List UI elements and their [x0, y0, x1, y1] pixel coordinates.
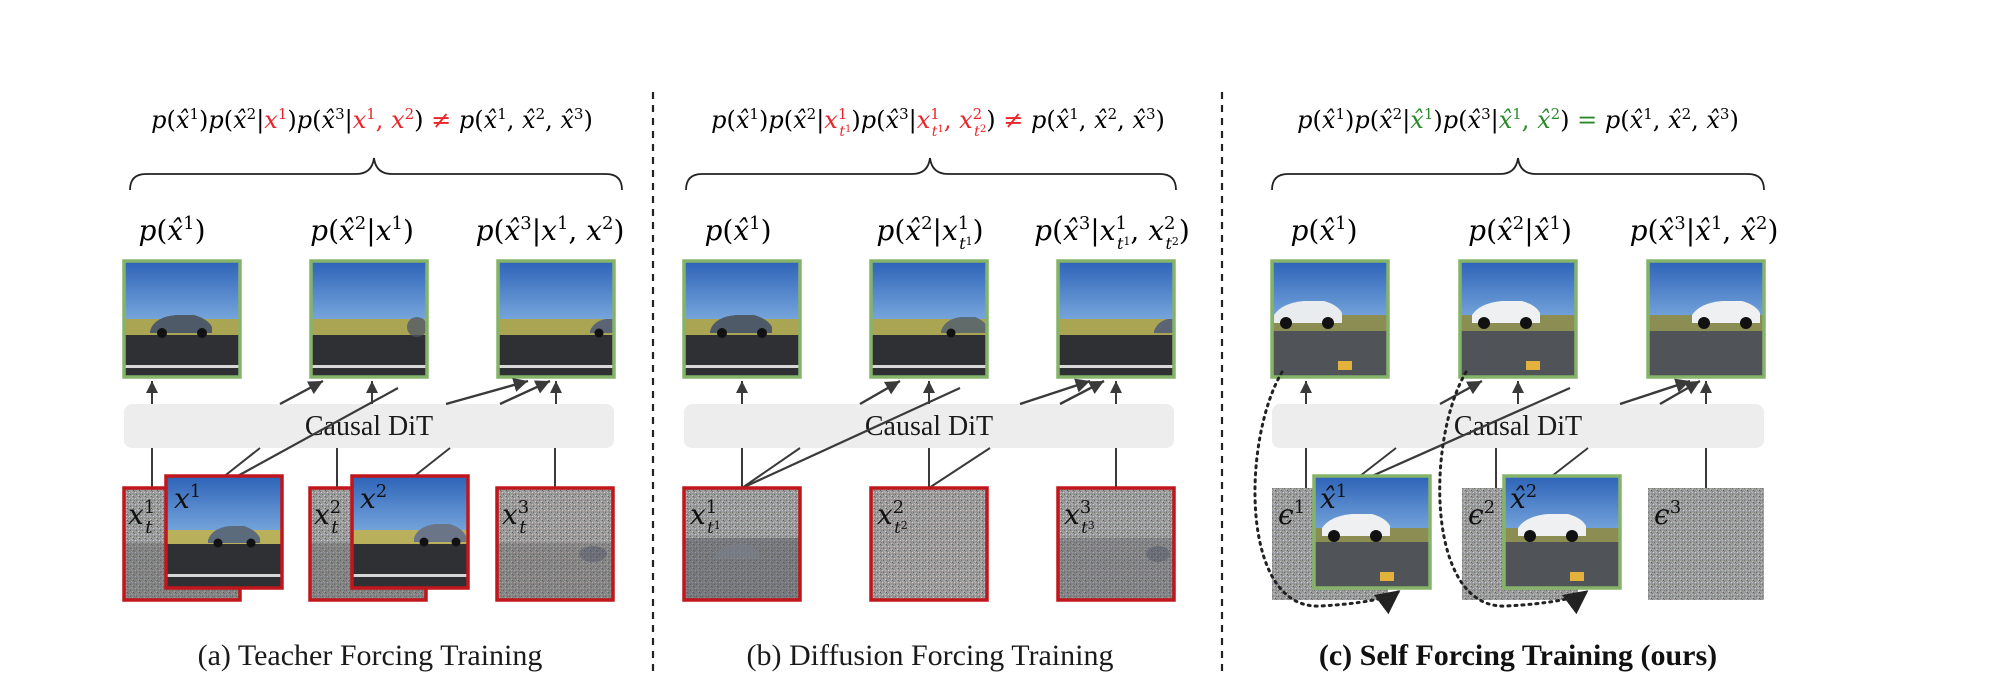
output-frame-b-3 [1056, 259, 1176, 379]
causal-dit-box-a [124, 404, 614, 448]
noise-input-c-3 [1648, 488, 1764, 600]
output-frame-c-1 [1270, 259, 1390, 379]
noise-label-c-2: ϵ2 [1468, 497, 1495, 531]
panel-a: p(x̂1)p(x̂2|x1)p(x̂3|x1, x2) ≠ p(x̂1, x̂… [122, 105, 625, 672]
output-frame-c-2 [1458, 259, 1578, 379]
output-label-a-2: p(x̂2|x1) [310, 213, 414, 247]
output-frame-a-3 [496, 259, 616, 379]
brace-b [685, 157, 1177, 191]
noisy-input-b-1 [682, 486, 802, 602]
noisy-input-b-3 [1056, 486, 1176, 602]
output-frame-b-2 [869, 259, 989, 379]
noisy-input-b-2 [869, 486, 989, 602]
noisy-input-a-3 [495, 486, 615, 602]
relation-c: = [1577, 106, 1597, 134]
generated-label-c-2: x̂2 [1510, 481, 1537, 515]
output-label-c-1: p(x̂1) [1290, 213, 1357, 247]
noise-label-c-1: ϵ1 [1278, 497, 1305, 531]
equation-a: p(x̂1)p(x̂2|x1)p(x̂3|x1, x2) ≠ p(x̂1, x̂… [151, 105, 593, 135]
brace-c [1271, 157, 1765, 191]
clean-input-a-2 [350, 474, 470, 590]
panel-c: p(x̂1)p(x̂2|x̂1)p(x̂3|x̂1, x̂2) = p(x̂1,… [1253, 105, 1779, 672]
brace-a [129, 157, 623, 191]
feedback-arrow-c-2 [1438, 370, 1589, 615]
feedback-arrow-c-1 [1253, 370, 1401, 615]
generated-label-c-1: x̂1 [1320, 481, 1347, 515]
output-frame-a-1 [122, 259, 242, 379]
output-label-c-2: p(x̂2|x̂1) [1468, 213, 1572, 247]
noise-label-c-3: ϵ3 [1654, 497, 1681, 531]
equation-c: p(x̂1)p(x̂2|x̂1)p(x̂3|x̂1, x̂2) = p(x̂1,… [1297, 105, 1739, 135]
causal-dit-label-b: Causal DiT [865, 411, 993, 442]
caption-b: (b) Diffusion Forcing Training [747, 639, 1114, 672]
clean-label-a-1: x1 [174, 481, 201, 515]
causal-dit-box-c [1272, 404, 1764, 448]
output-frame-a-2 [309, 259, 429, 379]
relation-a: ≠ [431, 106, 451, 134]
causal-dit-label-a: Causal DiT [305, 411, 433, 442]
relation-b: ≠ [1003, 106, 1023, 134]
clean-input-a-1 [164, 474, 284, 590]
output-frame-b-1 [682, 259, 802, 379]
generated-input-c-1 [1312, 474, 1432, 590]
output-label-b-1: p(x̂1) [704, 213, 771, 247]
causal-dit-label-c: Causal DiT [1454, 411, 1582, 442]
output-label-a-1: p(x̂1) [138, 213, 205, 247]
caption-c: (c) Self Forcing Training (ours) [1319, 639, 1717, 672]
output-label-a-3: p(x̂3|x1, x2) [476, 213, 625, 247]
generated-input-c-2 [1502, 474, 1622, 590]
clean-label-a-2: x2 [360, 481, 387, 515]
output-label-c-3: p(x̂3|x̂1, x̂2) [1630, 213, 1779, 247]
causal-dit-box-b [684, 404, 1174, 448]
output-frame-c-3 [1646, 259, 1766, 379]
caption-a: (a) Teacher Forcing Training [198, 639, 543, 672]
